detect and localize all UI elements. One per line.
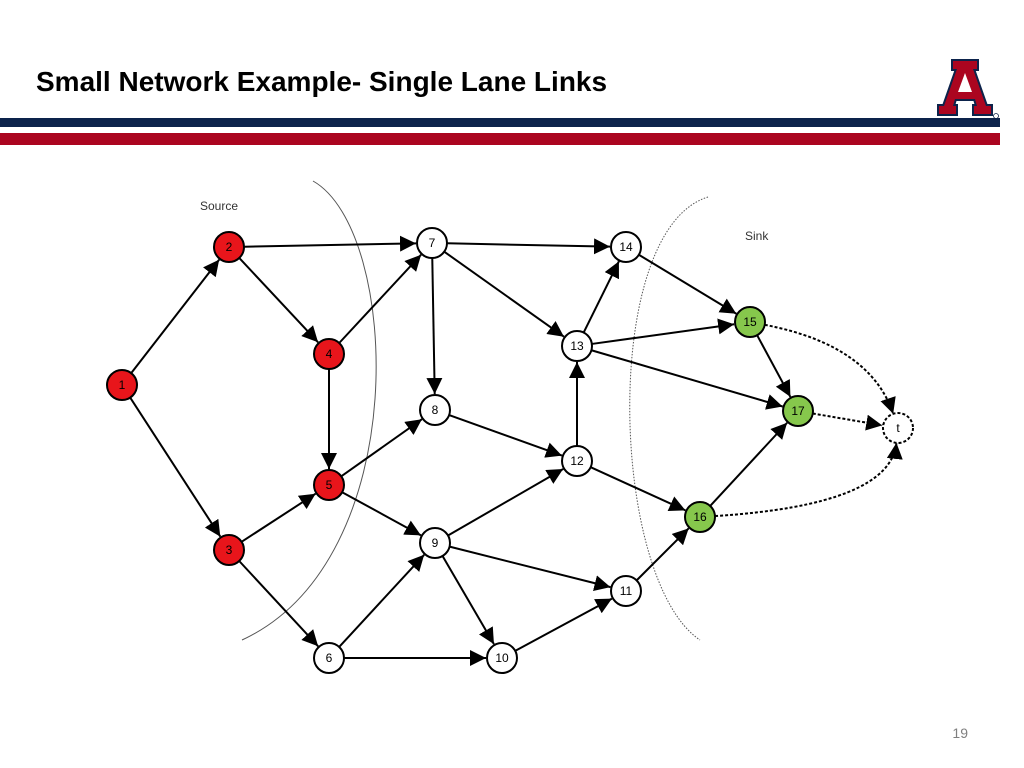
- node-4: 4: [313, 338, 345, 370]
- node-label-4: 4: [326, 347, 333, 361]
- node-circle-7: [416, 227, 448, 259]
- node-label-14: 14: [619, 240, 633, 254]
- edge-10-11: [514, 597, 613, 652]
- node-15: 15: [734, 306, 766, 338]
- edge-8-12: [448, 414, 563, 458]
- edges: [129, 235, 903, 666]
- node-label-9: 9: [432, 536, 439, 550]
- edge-9-10: [441, 555, 495, 645]
- node-circle-15: [734, 306, 766, 338]
- node-circle-2: [213, 231, 245, 263]
- node-circle-1: [106, 369, 138, 401]
- edge-6-9: [338, 554, 425, 648]
- node-circle-5: [313, 469, 345, 501]
- edge-16-t: [714, 442, 903, 518]
- node-11: 11: [610, 575, 642, 607]
- edge-13-14: [582, 260, 620, 334]
- edge-15-t: [764, 323, 896, 415]
- edge-11-16: [635, 527, 690, 582]
- node-circle-12: [561, 445, 593, 477]
- edge-13-17: [591, 349, 783, 410]
- edge-7-13: [443, 250, 565, 338]
- node-label-8: 8: [432, 403, 439, 417]
- header-bar-red: [0, 133, 1000, 145]
- edge-4-7: [338, 254, 422, 344]
- edge-7-8: [426, 257, 443, 395]
- node-label-12: 12: [570, 454, 584, 468]
- node-circle-14: [610, 231, 642, 263]
- university-logo: [937, 59, 999, 119]
- node-label-17: 17: [791, 404, 805, 418]
- edge-1-3: [129, 397, 222, 538]
- node-9: 9: [419, 527, 451, 559]
- node-label-10: 10: [495, 651, 509, 665]
- node-circle-10: [486, 642, 518, 674]
- node-14: 14: [610, 231, 642, 263]
- edge-3-5: [241, 492, 317, 543]
- sink-boundary-arc: [629, 196, 709, 641]
- node-label-2: 2: [226, 240, 233, 254]
- slide-title: Small Network Example- Single Lane Links: [36, 66, 608, 97]
- node-circle-17: [782, 395, 814, 427]
- edge-9-12: [447, 468, 564, 537]
- node-3: 3: [213, 534, 245, 566]
- node-2: 2: [213, 231, 245, 263]
- node-circle-16: [684, 501, 716, 533]
- node-circle-6: [313, 642, 345, 674]
- node-circle-4: [313, 338, 345, 370]
- node-t: t: [882, 412, 914, 444]
- node-8: 8: [419, 394, 451, 426]
- edge-13-15: [591, 318, 735, 345]
- node-17: 17: [782, 395, 814, 427]
- edge-14-15: [638, 253, 737, 315]
- node-1: 1: [106, 369, 138, 401]
- edge-15-17: [756, 334, 792, 398]
- edge-12-16: [590, 466, 686, 512]
- node-circle-8: [419, 394, 451, 426]
- node-7: 7: [416, 227, 448, 259]
- edge-7-14: [446, 238, 611, 255]
- node-12: 12: [561, 445, 593, 477]
- sink-label: Sink: [745, 229, 769, 243]
- node-circle-9: [419, 527, 451, 559]
- node-label-7: 7: [429, 236, 436, 250]
- node-label-6: 6: [326, 651, 333, 665]
- source-label: Source: [200, 199, 238, 213]
- node-label-1: 1: [119, 378, 126, 392]
- node-circle-11: [610, 575, 642, 607]
- node-circle-t: [882, 412, 914, 444]
- node-circle-13: [561, 330, 593, 362]
- node-6: 6: [313, 642, 345, 674]
- edge-3-6: [238, 560, 319, 647]
- source-boundary-arc: [241, 180, 377, 641]
- edge-5-8: [340, 418, 423, 478]
- node-circle-3: [213, 534, 245, 566]
- header-bar-navy: [0, 118, 1000, 127]
- node-16: 16: [684, 501, 716, 533]
- edge-16-17: [709, 422, 788, 507]
- edge-9-11: [449, 545, 611, 591]
- node-10: 10: [486, 642, 518, 674]
- edge-2-7: [243, 235, 417, 252]
- node-label-t: t: [896, 421, 900, 435]
- edge-17-t: [812, 412, 883, 431]
- page-number: 19: [952, 725, 968, 741]
- node-label-3: 3: [226, 543, 233, 557]
- node-label-11: 11: [620, 584, 633, 598]
- node-label-15: 15: [743, 315, 757, 329]
- node-label-16: 16: [693, 510, 707, 524]
- edge-2-4: [238, 257, 319, 343]
- node-13: 13: [561, 330, 593, 362]
- edge-5-9: [341, 491, 422, 537]
- node-5: 5: [313, 469, 345, 501]
- edge-1-2: [130, 259, 220, 374]
- node-label-13: 13: [570, 339, 584, 353]
- node-label-5: 5: [326, 478, 333, 492]
